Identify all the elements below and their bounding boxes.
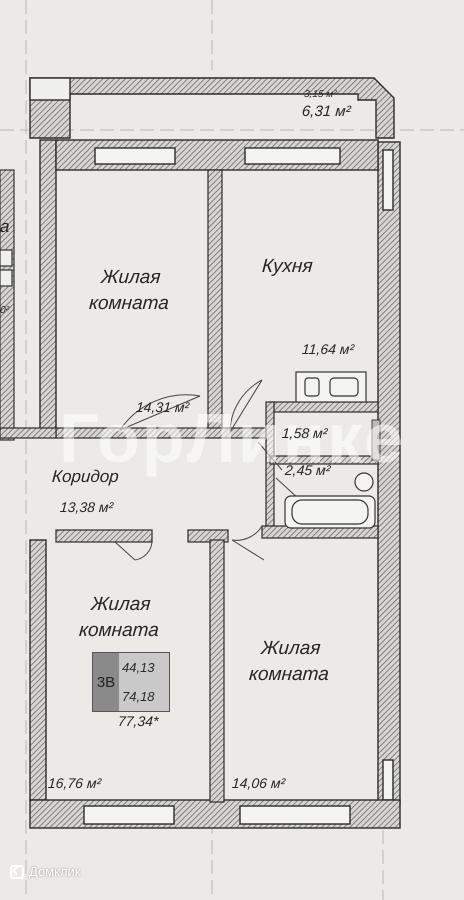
brand-name: Домклик	[29, 864, 81, 879]
apartment-badge: 3В 44,13 74,18	[92, 652, 170, 712]
vent-shafts	[371, 419, 381, 461]
neighbor-walls	[0, 169, 15, 441]
balcony-area: 6,31 м²	[301, 103, 352, 120]
living-room-1-area: 14,31 м²	[135, 399, 190, 415]
kitchen-name: Кухня	[261, 256, 314, 277]
living-room-3-name: Жилая комната	[248, 638, 330, 685]
wc-area: 1,58 м²	[281, 425, 328, 441]
living-room-2-area: 16,76 м²	[47, 775, 102, 791]
check-logo-icon	[10, 864, 24, 879]
total-with-balcony: 77,34*	[117, 713, 160, 729]
interior-walls	[0, 169, 379, 803]
neighbor-fragment-label: а	[0, 217, 11, 236]
living-room-3-area: 14,06 м²	[231, 775, 286, 791]
living-room-1-name: Жилая комната	[88, 267, 170, 314]
neighbor-fragment-area: 0²	[0, 305, 10, 316]
brand-watermark: Домклик	[10, 864, 81, 879]
plumbing	[284, 371, 376, 529]
corridor-area: 13,38 м²	[59, 499, 114, 515]
corridor-name: Коридор	[51, 467, 120, 486]
balcony-area-secondary: 3,15 м²	[303, 89, 337, 100]
door-swings	[114, 379, 301, 561]
apartment-code: 3В	[93, 653, 119, 711]
outer-walls	[29, 77, 401, 829]
living-room-2-name: Жилая комната	[78, 594, 160, 641]
living-area-value: 44,13	[122, 660, 155, 675]
bathroom-area: 2,45 м²	[284, 462, 331, 478]
total-area-value: 74,18	[122, 689, 155, 704]
kitchen-area: 11,64 м²	[301, 341, 355, 357]
